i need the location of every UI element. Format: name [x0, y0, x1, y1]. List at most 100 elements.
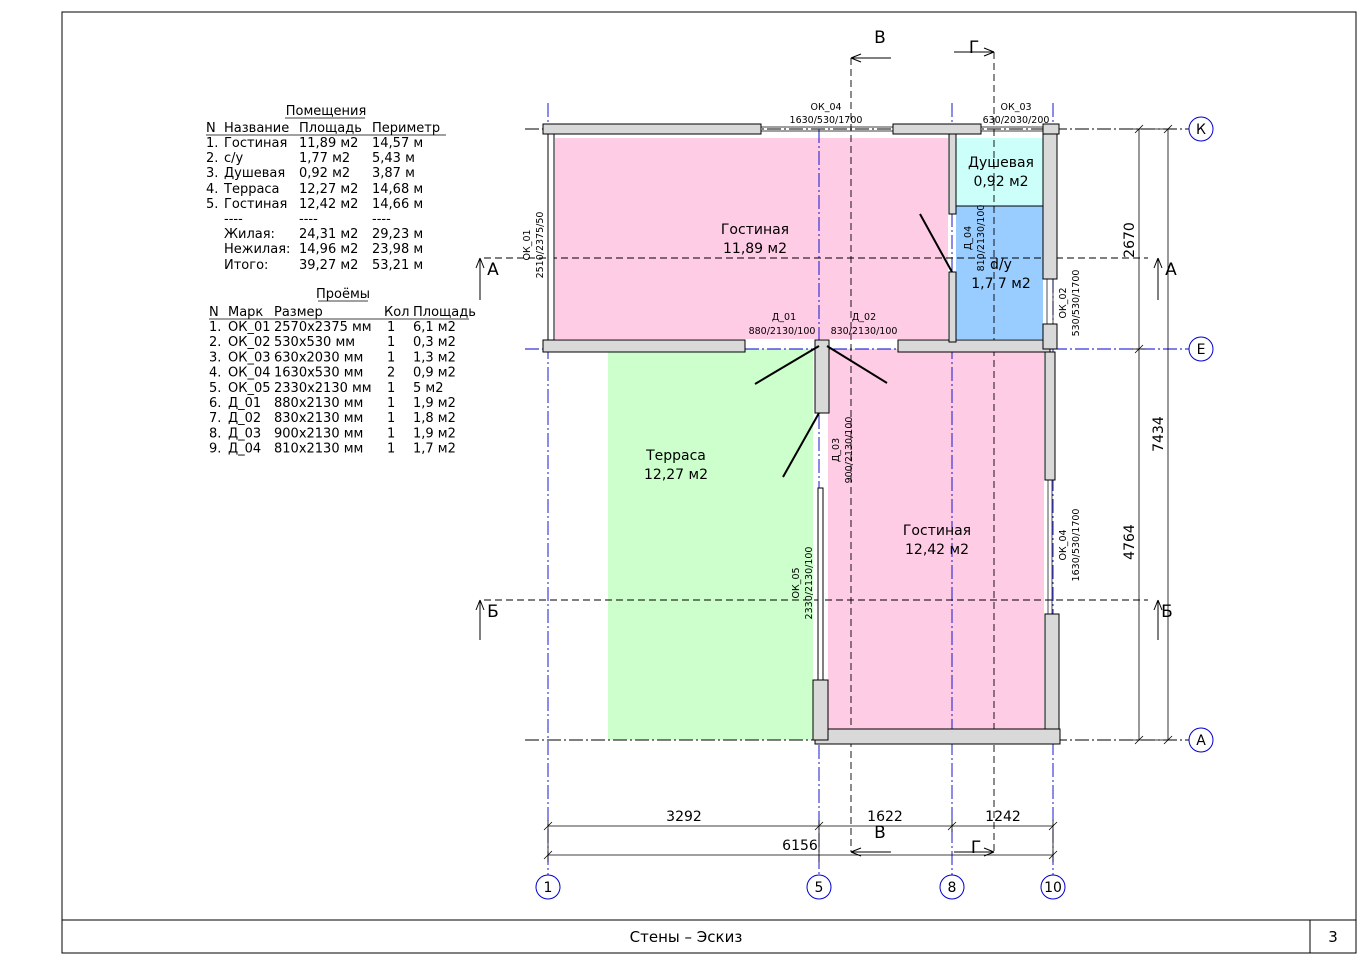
note-ok04-right-name: ОК_04	[1058, 529, 1069, 560]
svg-text:2570х2375 мм: 2570х2375 мм	[274, 320, 372, 335]
svg-text:----: ----	[372, 212, 391, 227]
note-d03-size: 900/2130/100	[844, 417, 855, 484]
svg-text:6,1 м2: 6,1 м2	[413, 320, 456, 335]
svg-text:830х2130 мм: 830х2130 мм	[274, 411, 363, 426]
page-number: 3	[1328, 928, 1338, 946]
living-room-1-fill	[555, 138, 948, 339]
svg-text:Площадь: Площадь	[413, 305, 476, 320]
svg-text:14,57 м: 14,57 м	[372, 136, 423, 151]
svg-text:1,7 м2: 1,7 м2	[413, 442, 456, 457]
note-d01-name: Д_01	[772, 312, 796, 323]
rooms-col-area: Площадь	[299, 121, 362, 136]
rooms-table: Помещения N Название Площадь Периметр 1.…	[206, 104, 446, 273]
wall-e-right	[897, 339, 1051, 353]
wall-col5-top	[814, 339, 830, 414]
svg-text:880х2130 мм: 880х2130 мм	[274, 396, 363, 411]
svg-text:1.: 1.	[209, 320, 221, 335]
svg-text:4.: 4.	[209, 366, 221, 381]
door-d02	[826, 345, 888, 384]
section-lines	[484, 52, 1148, 852]
rooms-col-perimeter: Периметр	[372, 121, 440, 136]
dimensions-bottom	[543, 820, 1058, 862]
svg-text:Гостиная: Гостиная	[224, 136, 287, 151]
window-ok01	[547, 133, 555, 350]
window-glazing	[761, 126, 1054, 614]
door-swings	[754, 213, 953, 478]
door-d04	[919, 213, 953, 273]
svg-text:12,27 м2: 12,27 м2	[299, 182, 358, 197]
note-ok03-size: 630/2030/200	[983, 115, 1050, 126]
section-markers	[475, 47, 1163, 857]
svg-text:7.: 7.	[209, 411, 221, 426]
axis-label-1: 1	[544, 880, 553, 896]
room-name-shower: Душевая	[968, 155, 1034, 171]
svg-text:5.: 5.	[209, 381, 221, 396]
dim-right-2: 4764	[1122, 524, 1138, 560]
note-ok01-name: ОК_01	[522, 229, 533, 260]
dim-bottom-3: 1242	[985, 809, 1021, 825]
openings-table-title: Проёмы	[316, 287, 370, 302]
svg-text:----: ----	[224, 212, 243, 227]
dimensions-right	[1132, 124, 1176, 745]
axis-label-8: 8	[948, 880, 957, 896]
svg-text:1: 1	[387, 396, 395, 411]
svg-text:1: 1	[387, 442, 395, 457]
svg-text:1: 1	[387, 335, 395, 350]
note-d02-size: 830/2130/100	[831, 326, 898, 337]
note-ok05-size: 2330/2130/100	[804, 547, 815, 620]
rooms-col-n: N	[206, 121, 216, 136]
note-d03-name: Д_03	[831, 438, 842, 462]
wall-partition-bottom	[948, 271, 957, 343]
room-name-wc: d/y	[990, 257, 1012, 273]
svg-text:6.: 6.	[209, 396, 221, 411]
svg-text:1,9 м2: 1,9 м2	[413, 396, 456, 411]
svg-text:530х530 мм: 530х530 мм	[274, 335, 355, 350]
svg-text:2: 2	[387, 366, 395, 381]
svg-text:12,42 м2: 12,42 м2	[299, 197, 358, 212]
svg-text:ОК_05: ОК_05	[228, 381, 271, 396]
axis-label-a: А	[1196, 733, 1206, 749]
room-area-terrace: 12,27 м2	[644, 467, 708, 483]
svg-text:1.: 1.	[206, 136, 218, 151]
rooms-table-title: Помещения	[286, 104, 367, 119]
svg-text:Кол: Кол	[384, 305, 410, 320]
svg-text:1,3 м2: 1,3 м2	[413, 350, 456, 365]
svg-text:Жилая:: Жилая:	[224, 227, 275, 242]
wall-top-left	[542, 123, 762, 135]
svg-text:14,96 м2: 14,96 м2	[299, 242, 358, 257]
note-ok04-right-size: 1630/530/1700	[1071, 509, 1082, 582]
svg-text:2.: 2.	[209, 335, 221, 350]
room-name-terrace: Терраса	[645, 448, 706, 464]
svg-text:1,9 м2: 1,9 м2	[413, 426, 456, 441]
note-ok04-top-size: 1630/530/1700	[790, 115, 863, 126]
svg-text:3.: 3.	[209, 350, 221, 365]
room-labels: Гостиная 11,89 м2 Душевая 0,92 м2 d/y 1,…	[644, 155, 1034, 558]
axis-markers	[535, 116, 1214, 900]
axis-marker-labels: К Е А 1 5 8 10	[544, 122, 1207, 896]
room-area-living-1: 11,89 м2	[723, 241, 787, 257]
axis-label-k: К	[1196, 122, 1206, 138]
note-d01-size: 880/2130/100	[749, 326, 816, 337]
section-g-top: Г	[969, 38, 979, 58]
svg-text:5 м2: 5 м2	[413, 381, 443, 396]
svg-text:2.: 2.	[206, 151, 218, 166]
dimension-labels-bottom: 3292 1622 1242 6156	[666, 809, 1021, 854]
door-d01	[754, 345, 820, 385]
svg-text:Д_04: Д_04	[228, 442, 261, 457]
svg-text:3,87 м: 3,87 м	[372, 166, 415, 181]
svg-text:5.: 5.	[206, 197, 218, 212]
svg-text:с/у: с/у	[224, 151, 244, 166]
walls	[542, 123, 1061, 745]
axis-label-10: 10	[1044, 880, 1062, 896]
section-v-top: В	[874, 28, 886, 48]
svg-text:1,8 м2: 1,8 м2	[413, 411, 456, 426]
note-d04-name: Д_04	[963, 226, 974, 250]
svg-text:5,43 м: 5,43 м	[372, 151, 415, 166]
